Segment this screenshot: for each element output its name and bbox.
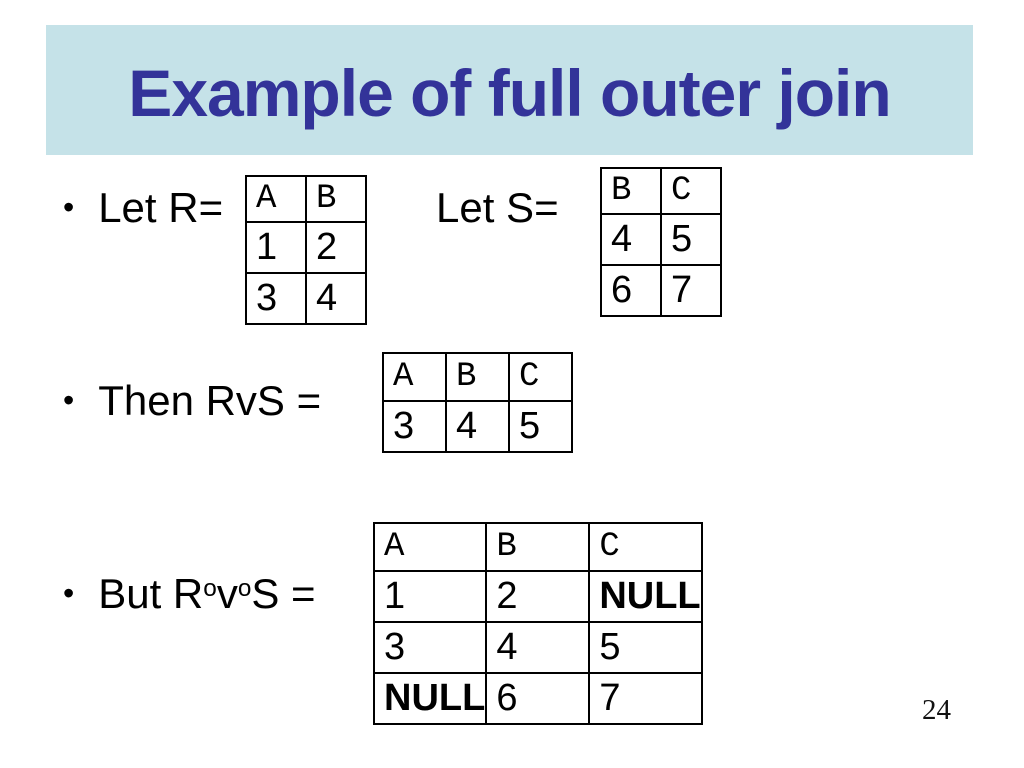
table-r: A B 1 2 3 4 — [245, 175, 367, 325]
table-row: A B C — [372, 522, 703, 572]
table-fo-body: 1 2 NULL 3 4 5 NULL 6 7 — [372, 570, 703, 725]
col-header-b: B — [445, 352, 510, 402]
outer-join-superscript: o — [203, 574, 217, 602]
but-prefix: But R — [98, 570, 204, 617]
null-cell: NULL — [372, 672, 488, 725]
table-r-body: 1 2 3 4 — [245, 221, 367, 325]
then-rvs-label: Then RvS = — [98, 377, 322, 424]
let-s-label: Let S= — [436, 184, 559, 231]
table-rvs-body: 3 4 5 — [382, 400, 573, 453]
page-title: Example of full outer join — [128, 56, 891, 130]
null-cell: NULL — [588, 570, 703, 623]
table-row: 6 7 — [600, 264, 722, 317]
cell: 1 — [245, 221, 307, 274]
bullet-line-but: • But RovoS = — [63, 570, 316, 617]
table-row: A B C — [382, 352, 573, 402]
table-rvs: A B C 3 4 5 — [382, 352, 573, 453]
table-s-body: 4 5 6 7 — [600, 213, 722, 317]
table-s: B C 4 5 6 7 — [600, 167, 722, 317]
table-row: NULL 6 7 — [372, 672, 703, 725]
table-row: 1 2 NULL — [372, 570, 703, 623]
cell: 4 — [600, 213, 662, 266]
bullet-line-then: • Then RvS = — [63, 377, 321, 424]
cell: 7 — [660, 264, 722, 317]
table-full-outer-join: A B C 1 2 NULL 3 4 5 NULL 6 7 — [372, 522, 703, 725]
col-header-a: A — [372, 522, 488, 572]
col-header-a: A — [382, 352, 447, 402]
col-header-c: C — [508, 352, 573, 402]
cell: 6 — [485, 672, 591, 725]
cell: 4 — [305, 272, 367, 325]
table-row: 1 2 — [245, 221, 367, 274]
let-r-label: Let R= — [98, 184, 224, 231]
join-symbol: v — [216, 570, 238, 617]
table-s-header: B C — [600, 167, 722, 215]
table-r-header: A B — [245, 175, 367, 223]
cell: 5 — [508, 400, 573, 453]
cell: 5 — [660, 213, 722, 266]
table-rvs-header: A B C — [382, 352, 573, 402]
bullet-line-let-r: • Let R= — [63, 184, 223, 231]
bullet-icon: • — [63, 575, 75, 611]
cell: 3 — [382, 400, 447, 453]
but-suffix: S = — [251, 570, 316, 617]
outer-join-superscript: o — [237, 574, 252, 602]
but-full-outer-label: But RovoS = — [98, 570, 315, 617]
cell: 3 — [245, 272, 307, 325]
table-row: A B — [245, 175, 367, 223]
table-row: 4 5 — [600, 213, 722, 266]
page-number: 24 — [922, 694, 951, 726]
cell: 7 — [588, 672, 703, 725]
cell: 5 — [588, 621, 703, 674]
col-header-c: C — [588, 522, 703, 572]
cell: 2 — [485, 570, 591, 623]
col-header-c: C — [660, 167, 722, 215]
col-header-b: B — [305, 175, 367, 223]
col-header-b: B — [600, 167, 662, 215]
table-row: 3 4 5 — [372, 621, 703, 674]
col-header-b: B — [485, 522, 591, 572]
cell: 1 — [372, 570, 488, 623]
bullet-icon: • — [63, 382, 75, 418]
cell: 4 — [485, 621, 591, 674]
bullet-icon: • — [63, 189, 75, 225]
cell: 2 — [305, 221, 367, 274]
table-fo-header: A B C — [372, 522, 703, 572]
cell: 3 — [372, 621, 488, 674]
table-row: 3 4 5 — [382, 400, 573, 453]
table-row: B C — [600, 167, 722, 215]
table-row: 3 4 — [245, 272, 367, 325]
col-header-a: A — [245, 175, 307, 223]
cell: 4 — [445, 400, 510, 453]
title-bar: Example of full outer join — [46, 25, 973, 155]
cell: 6 — [600, 264, 662, 317]
